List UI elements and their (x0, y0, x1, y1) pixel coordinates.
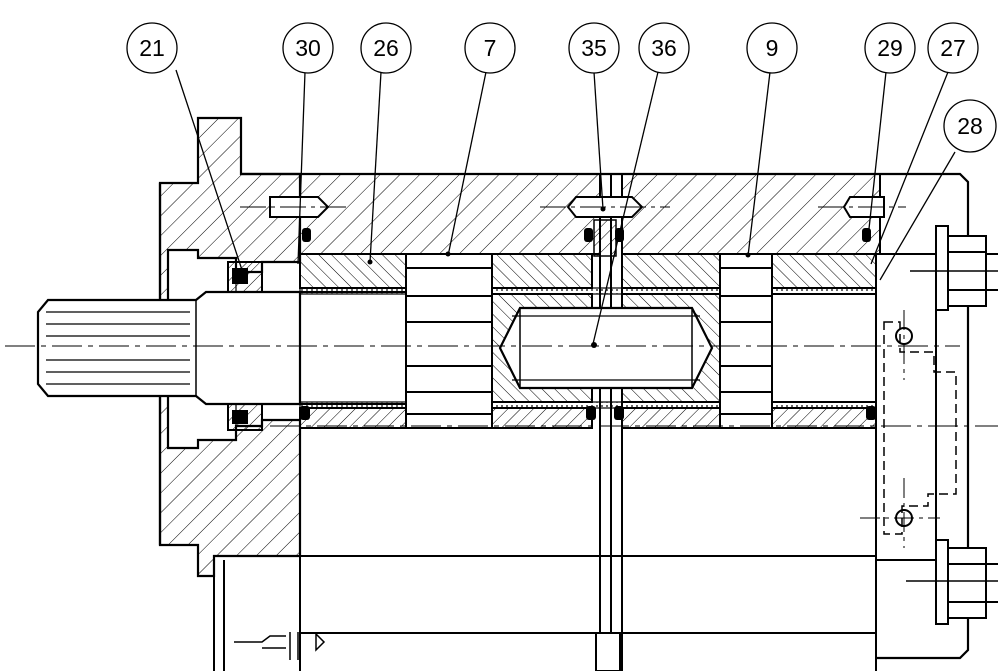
callout-36: 36 (638, 22, 690, 74)
leader-lines (175, 69, 956, 345)
svg-text:29: 29 (877, 35, 903, 61)
coupling-sleeve (491, 219, 721, 403)
svg-text:7: 7 (484, 35, 497, 61)
bolt-upper (910, 225, 998, 311)
svg-text:27: 27 (940, 35, 966, 61)
housing-lower (213, 254, 877, 671)
gear-7 (405, 253, 493, 429)
svg-text:28: 28 (957, 113, 983, 139)
drive-shaft (36, 290, 876, 406)
callout-29: 29 (864, 22, 916, 74)
bearing-blocks-upper (299, 253, 877, 295)
gear-9 (719, 253, 773, 429)
svg-text:21: 21 (139, 35, 165, 61)
flow-arrow-symbol (234, 632, 326, 660)
bearing-blocks-lower (299, 401, 877, 429)
callout-9: 9 (746, 22, 798, 74)
callout-35: 35 (568, 22, 620, 74)
rear-centerlines (860, 310, 940, 548)
callout-30: 30 (282, 22, 334, 74)
svg-text:26: 26 (373, 35, 399, 61)
svg-text:9: 9 (766, 35, 779, 61)
svg-text:30: 30 (295, 35, 321, 61)
callout-26: 26 (360, 22, 412, 74)
svg-text:35: 35 (581, 35, 607, 61)
bolt-lower (906, 539, 998, 625)
callout-7: 7 (464, 22, 516, 74)
shaft-seal-21 (227, 261, 263, 431)
callout-27: 27 (927, 22, 979, 74)
callout-21: 21 (126, 22, 178, 74)
callout-28: 28 (943, 99, 997, 153)
svg-text:36: 36 (651, 35, 677, 61)
